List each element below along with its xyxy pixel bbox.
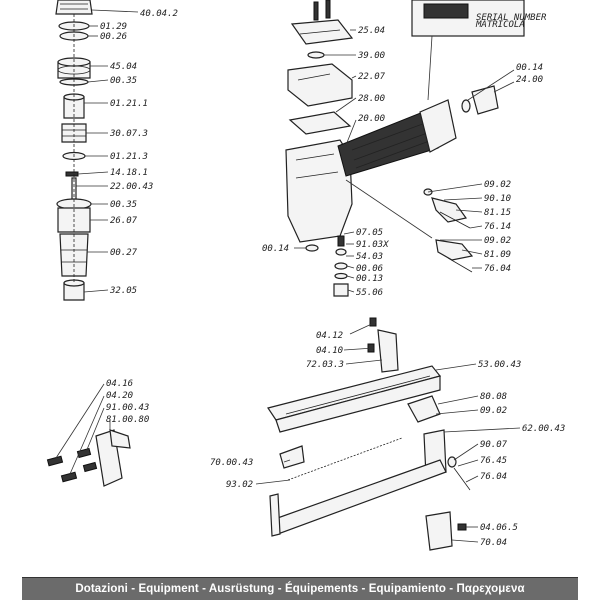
part-label: 70.04 <box>480 538 507 548</box>
part-label: 01.21.3 <box>110 152 148 162</box>
part-label: 32.05 <box>109 286 137 296</box>
part-label: 04.10 <box>316 346 343 356</box>
part-label: 40.04.2 <box>140 9 178 19</box>
part-label: 76.04 <box>484 264 511 274</box>
part-label: 90.10 <box>484 194 511 204</box>
trigger-assembly <box>423 188 474 273</box>
leader-lines-left <box>76 9 139 293</box>
part-label: 45.04 <box>110 62 137 72</box>
part-label: 00.14 <box>516 63 543 73</box>
nozzle-assembly <box>46 429 131 487</box>
part-label: 91.00.43 <box>106 403 149 413</box>
leader-lines-magazine <box>255 321 521 543</box>
magazine-assembly <box>267 317 471 551</box>
part-label: 01.21.1 <box>110 99 148 109</box>
part-label: 39.00 <box>357 51 385 61</box>
part-label: 81.15 <box>484 208 511 218</box>
part-label: 25.04 <box>358 26 385 36</box>
part-label: 00.27 <box>110 248 138 258</box>
part-label: 28.00 <box>358 94 385 104</box>
part-label: 81.00.80 <box>106 415 149 425</box>
part-label: 53.00.43 <box>478 360 521 370</box>
part-label: 09.02 <box>484 236 511 246</box>
leader-lines-top <box>294 29 515 293</box>
part-label: 00.14 <box>262 244 289 254</box>
part-label: 00.06 <box>356 264 383 274</box>
part-label: 04.20 <box>106 391 133 401</box>
part-label: 00.35 <box>110 76 137 86</box>
head-cap-assembly: SERIAL NUMBER MATRICOLA <box>285 0 547 297</box>
part-label: 70.00.43 <box>210 458 253 468</box>
part-label: 09.02 <box>480 406 507 416</box>
part-label: 90.07 <box>480 440 508 450</box>
part-label: 76.14 <box>484 222 511 232</box>
part-label: 54.03 <box>356 252 383 262</box>
part-labels: 40.04.2 01.29 00.26 45.04 00.35 01.21.1 … <box>100 9 565 548</box>
part-label: 00.13 <box>356 274 383 284</box>
part-label: 62.00.43 <box>522 424 565 434</box>
part-label: 01.29 <box>100 22 127 32</box>
part-label: 04.12 <box>316 331 343 341</box>
cylinder-assembly <box>55 0 93 301</box>
part-label: 04.16 <box>106 379 133 389</box>
part-label: 20.00 <box>358 114 385 124</box>
part-label: 80.08 <box>480 392 507 402</box>
part-label: 14.18.1 <box>110 168 148 178</box>
part-label: 22.07 <box>358 72 386 82</box>
part-label: 00.35 <box>110 200 137 210</box>
part-label: 00.26 <box>100 32 127 42</box>
part-label: 09.02 <box>484 180 511 190</box>
equipment-footer-text: Dotazioni - Equipment - Ausrüstung - Équ… <box>75 583 525 595</box>
part-label: 07.05 <box>356 228 383 238</box>
part-label: 30.07.3 <box>109 129 148 139</box>
part-label: 24.00 <box>516 75 543 85</box>
part-label: 76.04 <box>480 472 507 482</box>
serial-plate-line2: MATRICOLA <box>475 20 525 30</box>
part-label: 72.03.3 <box>306 360 344 370</box>
part-label: 04.06.5 <box>480 523 518 533</box>
serial-plate-line1: SERIAL NUMBER <box>476 13 547 23</box>
equipment-footer-bar: Dotazioni - Equipment - Ausrüstung - Équ… <box>22 577 578 600</box>
part-label: 55.06 <box>356 288 383 298</box>
leader-lines-nozzle <box>55 383 111 475</box>
part-label: 22.00.43 <box>110 182 153 192</box>
part-label: 91.03X <box>356 240 389 250</box>
part-label: 76.45 <box>480 456 507 466</box>
part-label: 93.02 <box>226 480 253 490</box>
part-label: 26.07 <box>110 216 138 226</box>
part-label: 81.09 <box>484 250 511 260</box>
